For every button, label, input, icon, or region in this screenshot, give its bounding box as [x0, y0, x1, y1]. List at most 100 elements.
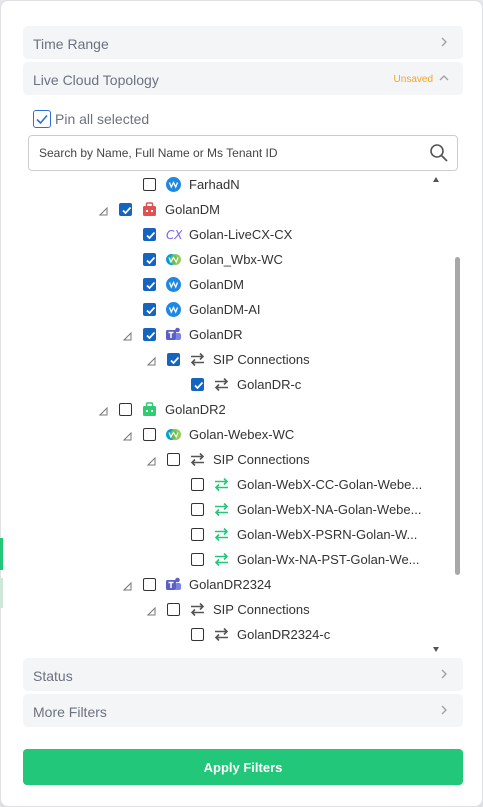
webex-icon	[165, 176, 182, 193]
tree-item-label: Golan_Wbx-WC	[189, 252, 283, 267]
webex-calling-icon	[165, 251, 182, 268]
sip-connection-icon	[213, 376, 230, 393]
tree-item-label: GolanDM-AI	[189, 302, 261, 317]
webex-calling-icon	[165, 426, 182, 443]
tree-row[interactable]: SIP Connections	[23, 348, 443, 373]
green-tenant-icon	[141, 401, 158, 418]
scrollbar-thumb[interactable]	[455, 257, 460, 575]
expand-toggle-icon[interactable]	[122, 579, 133, 591]
teams-icon	[165, 326, 182, 343]
tree-row[interactable]: Golan-WebX-PSRN-Golan-W...	[23, 523, 443, 548]
tree-checkbox[interactable]	[143, 578, 156, 591]
tree-checkbox[interactable]	[167, 453, 180, 466]
expand-toggle-icon[interactable]	[146, 354, 157, 366]
sip-connection-green-icon	[213, 501, 230, 518]
tree-checkbox[interactable]	[191, 503, 204, 516]
expand-toggle-icon[interactable]	[122, 429, 133, 441]
tree-row[interactable]: GolanDR2324	[23, 573, 443, 598]
chevron-up-icon	[439, 75, 449, 81]
tree-row[interactable]: SIP Connections	[23, 598, 443, 623]
scroll-up-icon[interactable]	[433, 177, 439, 182]
status-section[interactable]: Status	[23, 658, 463, 691]
tree-row[interactable]: Golan-Webex-WC	[23, 423, 443, 448]
background-edge-accent-light	[0, 578, 3, 608]
tree-item-label: Golan-WebX-CC-Golan-Webe...	[237, 477, 423, 492]
sip-connection-icon	[213, 626, 230, 643]
tree-checkbox[interactable]	[143, 253, 156, 266]
search-input[interactable]	[39, 143, 409, 163]
sip-connections-icon	[189, 601, 206, 618]
expand-toggle-icon[interactable]	[122, 329, 133, 341]
pin-all-checkbox[interactable]	[33, 110, 51, 128]
tree-row[interactable]: GolanDM	[23, 273, 443, 298]
scroll-down-icon[interactable]	[433, 647, 439, 652]
tree-checkbox[interactable]	[143, 303, 156, 316]
tree-checkbox[interactable]	[119, 403, 132, 416]
time-range-title: Time Range	[33, 36, 109, 52]
live-cloud-topology-section[interactable]: Live Cloud Topology Unsaved	[23, 62, 463, 95]
sip-connection-green-icon	[213, 476, 230, 493]
check-icon	[36, 114, 48, 125]
tree-checkbox[interactable]	[143, 278, 156, 291]
tree-item-label: Golan-Wx-NA-PST-Golan-We...	[237, 552, 420, 567]
tree-checkbox[interactable]	[167, 353, 180, 366]
tree-row[interactable]: GolanDM	[23, 198, 443, 223]
red-tenant-icon	[141, 201, 158, 218]
tree-checkbox[interactable]	[191, 378, 204, 391]
search-icon[interactable]	[429, 143, 449, 163]
webex-icon	[165, 301, 182, 318]
apply-filters-button[interactable]: Apply Filters	[23, 749, 463, 785]
expand-toggle-icon[interactable]	[146, 604, 157, 616]
tree-row[interactable]: Golan-Wx-NA-PST-Golan-We...	[23, 548, 443, 573]
svg-text:CX: CX	[166, 228, 182, 242]
tree-row[interactable]: GolanDM-AI	[23, 298, 443, 323]
sip-connection-green-icon	[213, 551, 230, 568]
tree-item-label: GolanDR	[189, 327, 243, 342]
tree-row[interactable]: GolanDR2324-c	[23, 623, 443, 648]
more-filters-section[interactable]: More Filters	[23, 694, 463, 727]
tree-row[interactable]: SIP Connections	[23, 448, 443, 473]
tree-item-label: GolanDM	[189, 277, 244, 292]
tree-checkbox[interactable]	[143, 328, 156, 341]
tree-item-label: GolanDR2324	[189, 577, 272, 592]
tree-item-label: SIP Connections	[213, 452, 310, 467]
tree-item-label: GolanDR-c	[237, 377, 302, 392]
teams-icon	[165, 576, 182, 593]
tree-row[interactable]: GolanDR2	[23, 398, 443, 423]
expand-toggle-icon[interactable]	[98, 404, 109, 416]
expand-toggle-icon[interactable]	[146, 454, 157, 466]
tree-row[interactable]: GolanDR	[23, 323, 443, 348]
time-range-section[interactable]: Time Range	[23, 26, 463, 59]
tree-row[interactable]: Golan_Wbx-WC	[23, 248, 443, 273]
background-edge-accent	[0, 538, 3, 570]
tree-row[interactable]: FarhadN	[23, 173, 443, 198]
tree-checkbox[interactable]	[143, 228, 156, 241]
tree-row[interactable]: GolanDR-c	[23, 373, 443, 398]
tree-checkbox[interactable]	[143, 428, 156, 441]
status-title: Status	[33, 668, 73, 684]
tree-item-label: GolanDR2324-c	[237, 627, 331, 642]
more-filters-title: More Filters	[33, 704, 107, 720]
tree-checkbox[interactable]	[191, 478, 204, 491]
tree-checkbox[interactable]	[191, 528, 204, 541]
chevron-right-icon	[441, 669, 447, 679]
tree-checkbox[interactable]	[119, 203, 132, 216]
expand-toggle-icon[interactable]	[98, 204, 109, 216]
pin-all-label: Pin all selected	[55, 111, 150, 127]
search-box[interactable]	[28, 135, 458, 171]
tree-checkbox[interactable]	[143, 178, 156, 191]
cx-icon: CX	[165, 226, 183, 243]
tree-row[interactable]: Golan-WebX-CC-Golan-Webe...	[23, 473, 443, 498]
tree-item-label: SIP Connections	[213, 602, 310, 617]
tree-checkbox[interactable]	[191, 628, 204, 641]
tree-checkbox[interactable]	[167, 603, 180, 616]
tree-item-label: FarhadN	[189, 177, 240, 192]
live-cloud-topology-title: Live Cloud Topology	[33, 72, 159, 88]
tree-checkbox[interactable]	[191, 553, 204, 566]
unsaved-badge: Unsaved	[393, 74, 433, 85]
tree-row[interactable]: Golan-WebX-NA-Golan-Webe...	[23, 498, 443, 523]
tree-item-label: GolanDR2	[165, 402, 226, 417]
